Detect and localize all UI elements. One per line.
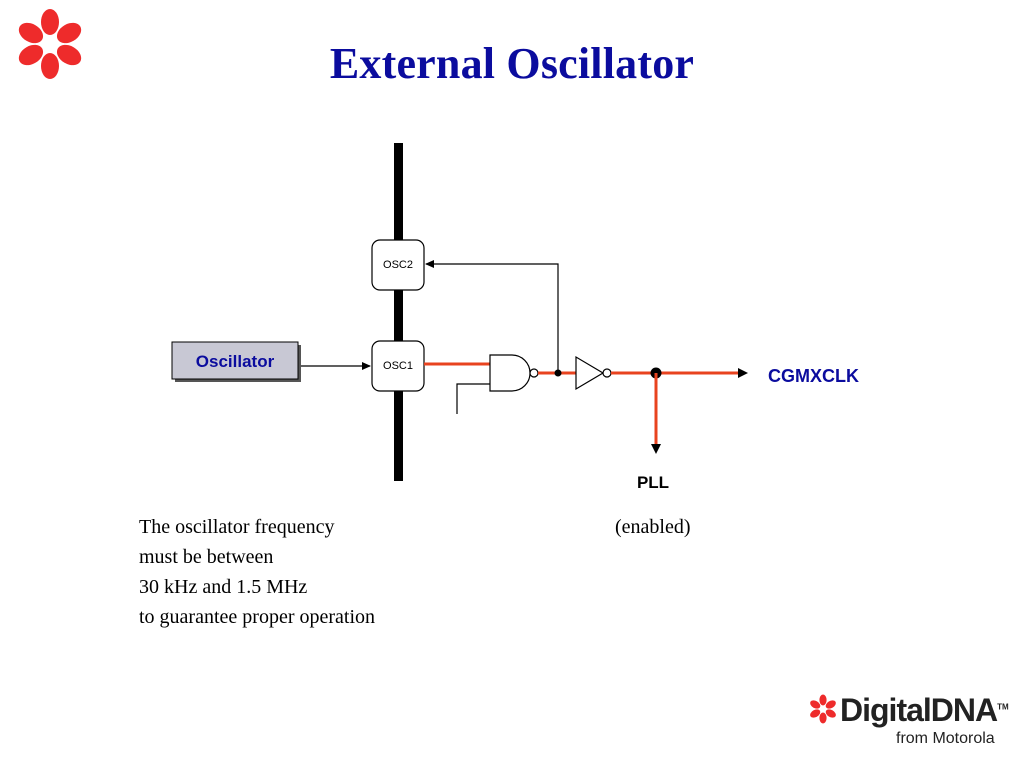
caption-line: The oscillator frequency [139, 516, 335, 538]
caption-line: 30 kHz and 1.5 MHz [139, 576, 308, 598]
pll-label: PLL [637, 473, 669, 492]
brand-name: DigitalDNATM [840, 692, 1009, 728]
osc2-pin-box [371, 239, 425, 291]
oscillator-label: Oscillator [196, 352, 275, 371]
caption-line: to guarantee proper operation [139, 606, 376, 628]
feedback-to-osc2-arrow [425, 260, 559, 373]
caption-line: must be between [139, 546, 274, 568]
frequency-caption: The oscillator frequency must be between… [139, 512, 375, 632]
oscillator-box [171, 341, 299, 380]
brand-subtitle: from Motorola [896, 730, 995, 747]
osc2-pin-label: OSC2 [383, 259, 413, 271]
nand-bubble [529, 368, 539, 378]
pll-arrowhead [651, 444, 661, 454]
flower-logo-icon [18, 9, 82, 79]
chip-boundary-bar [394, 143, 403, 481]
flower-logo-icon [810, 694, 836, 724]
inverter-gate [575, 355, 605, 391]
inverter-bubble [602, 368, 612, 378]
osc1-pin-label: OSC1 [383, 360, 413, 372]
trademark-mark: TM [997, 702, 1009, 712]
nand-gate [489, 354, 531, 392]
slide-title: External Oscillator [329, 39, 695, 88]
output-arrowhead [738, 368, 748, 378]
digitaldna-brand: DigitalDNATM from Motorola [808, 692, 1009, 756]
cgmxclk-label: CGMXCLK [768, 366, 859, 386]
enable-input-line [456, 383, 490, 414]
enabled-note: (enabled) [615, 516, 691, 538]
osc1-pin-box [371, 340, 425, 392]
